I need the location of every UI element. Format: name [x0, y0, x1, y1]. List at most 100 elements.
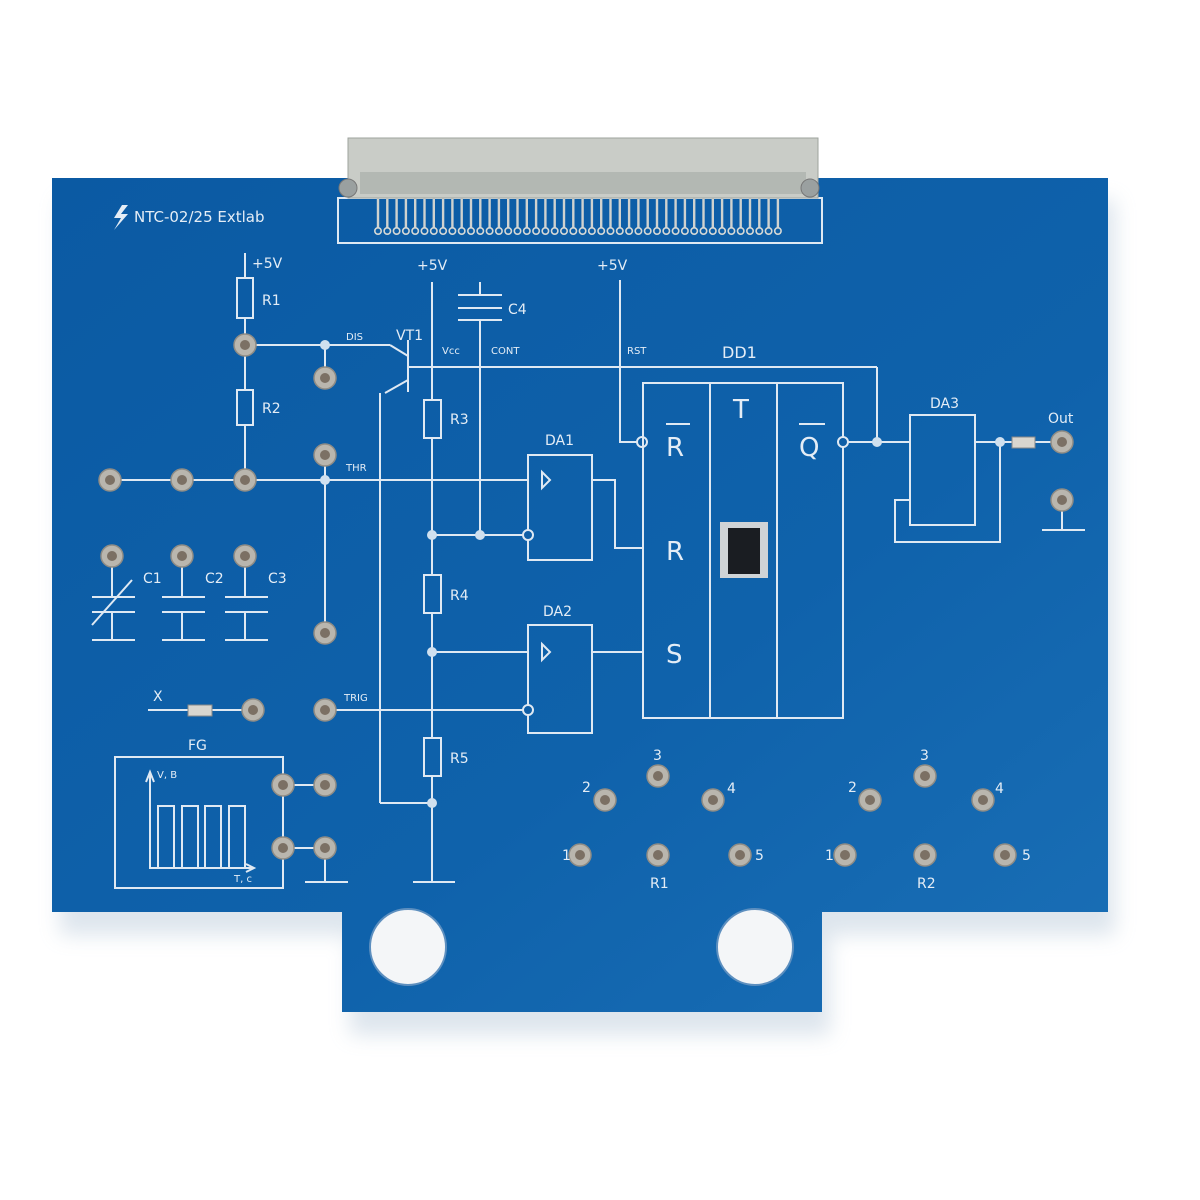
label-plus5v: +5V — [252, 256, 283, 272]
label-t: T — [732, 395, 749, 425]
connector-pin-hole — [504, 227, 513, 236]
test-pad[interactable] — [170, 544, 194, 568]
connector-pin-hole — [764, 227, 773, 236]
test-pad[interactable] — [313, 698, 337, 722]
label-fg-xaxis: T, c — [233, 874, 252, 885]
connector-pin-hole — [597, 227, 606, 236]
test-pad[interactable] — [913, 764, 937, 788]
test-pad[interactable] — [241, 698, 265, 722]
label-dd1: DD1 — [722, 343, 757, 362]
pot-r2-pin-4: 4 — [995, 781, 1004, 797]
test-pad[interactable] — [833, 843, 857, 867]
test-pad[interactable] — [233, 333, 257, 357]
connector-pin-hole — [606, 227, 615, 236]
connector-pin-hole — [745, 227, 754, 236]
test-pad[interactable] — [646, 764, 670, 788]
pot-r2-pin-5: 5 — [1022, 848, 1031, 864]
label-q-bar: Q — [799, 433, 819, 463]
pot-r1-pin-2: 2 — [582, 780, 591, 796]
test-pad[interactable] — [913, 843, 937, 867]
test-pad[interactable] — [313, 366, 337, 390]
label-r3: R3 — [450, 412, 469, 428]
connector-pin-hole — [755, 227, 764, 236]
label-da1: DA1 — [545, 433, 574, 449]
label-dis: DIS — [346, 332, 363, 343]
pot-r2-pin-3: 3 — [920, 748, 929, 764]
test-pad[interactable] — [313, 836, 337, 860]
test-pad[interactable] — [233, 544, 257, 568]
connector-pin-hole — [476, 227, 485, 236]
connector-pin-hole — [411, 227, 420, 236]
test-pad[interactable] — [1050, 430, 1074, 454]
junction-dot — [995, 437, 1005, 447]
junction-dot — [872, 437, 882, 447]
test-pads — [98, 333, 1074, 867]
connector-pin-hole — [652, 227, 661, 236]
label-da2: DA2 — [543, 604, 572, 620]
label-r-bar: R — [666, 433, 684, 463]
connector-pin-hole — [708, 227, 717, 236]
board-title: NTC-02/25 Extlab — [134, 208, 265, 226]
connector-pin-hole — [522, 227, 531, 236]
label-trig: TRIG — [343, 693, 368, 704]
label-cont: CONT — [491, 346, 520, 357]
label-fg: FG — [188, 738, 207, 754]
label-r4: R4 — [450, 588, 469, 604]
pot-r1-pin-5: 5 — [755, 848, 764, 864]
test-pad[interactable] — [858, 788, 882, 812]
silkscreen-labels: +5V +5V +5V R1 R2 R3 R4 R5 C1 C2 C3 C4 V… — [143, 256, 1074, 892]
ic-chip — [720, 522, 768, 578]
pot-r2-label: R2 — [917, 876, 936, 892]
test-pad[interactable] — [170, 468, 194, 492]
edge-connector — [337, 137, 823, 244]
test-pad[interactable] — [233, 468, 257, 492]
connector-pin-hole — [615, 227, 624, 236]
test-pad[interactable] — [313, 443, 337, 467]
connector-pin-hole — [643, 227, 652, 236]
connector-pin-hole — [587, 227, 596, 236]
connector-pin-hole — [448, 227, 457, 236]
label-plus5v: +5V — [597, 258, 628, 274]
test-pad[interactable] — [728, 843, 752, 867]
connector-pin-hole — [532, 227, 541, 236]
connector-pin-hole — [439, 227, 448, 236]
connector-pin-hole — [718, 227, 727, 236]
connector-pin-hole — [457, 227, 466, 236]
test-pad[interactable] — [313, 621, 337, 645]
test-pad[interactable] — [313, 773, 337, 797]
test-pad[interactable] — [271, 836, 295, 860]
pot-r2-pin-1: 1 — [825, 848, 834, 864]
test-pad[interactable] — [271, 773, 295, 797]
label-out: Out — [1048, 411, 1074, 427]
mounting-hole-left — [369, 908, 447, 986]
connector-pin-hole — [466, 227, 475, 236]
junction-dot — [475, 530, 485, 540]
connector-pin-hole — [392, 227, 401, 236]
test-pad[interactable] — [100, 544, 124, 568]
label-plus5v: +5V — [417, 258, 448, 274]
connector-pin-hole — [550, 227, 559, 236]
test-pad[interactable] — [98, 468, 122, 492]
label-r5: R5 — [450, 751, 469, 767]
label-r2: R2 — [262, 401, 281, 417]
test-pad[interactable] — [646, 843, 670, 867]
test-pad[interactable] — [701, 788, 725, 812]
test-pad[interactable] — [568, 843, 592, 867]
connector-pin-hole — [429, 227, 438, 236]
connector-pin-hole — [541, 227, 550, 236]
test-pad[interactable] — [993, 843, 1017, 867]
test-pad[interactable] — [593, 788, 617, 812]
junction-dot — [320, 340, 330, 350]
connector-pin-hole — [373, 227, 382, 236]
smd-led-out — [1011, 436, 1036, 449]
test-pad[interactable] — [971, 788, 995, 812]
label-x: X — [153, 689, 163, 705]
connector-pin-hole — [690, 227, 699, 236]
test-pad[interactable] — [1050, 488, 1074, 512]
label-vt1: VT1 — [396, 328, 423, 344]
connector-pin-hole — [634, 227, 643, 236]
connector-pin-hole — [401, 227, 410, 236]
connector-pin-hole — [662, 227, 671, 236]
